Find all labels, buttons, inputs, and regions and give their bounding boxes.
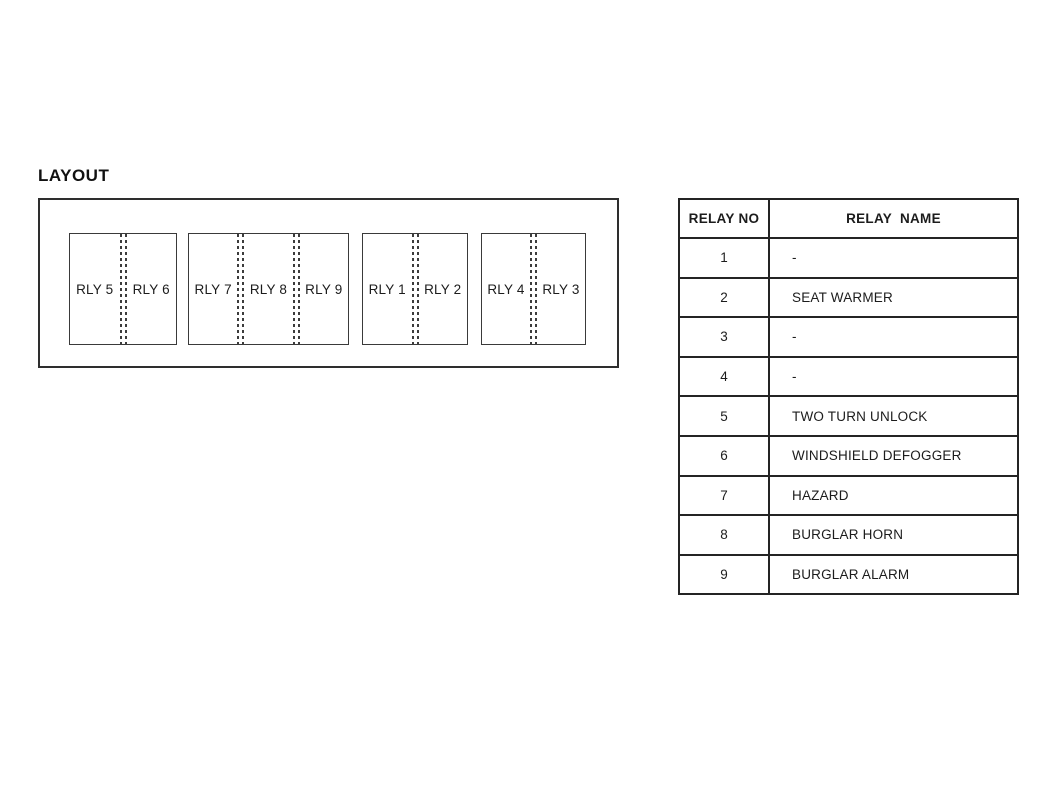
relay-no-cell: 5 <box>678 395 770 437</box>
relay-box-outline: RLY 5 RLY 6 RLY 7 RLY 8 RLY 9 RLY 1 RLY … <box>38 198 619 368</box>
table-row: 9 BURGLAR ALARM <box>678 553 1019 596</box>
relay-slot: RLY 4 <box>487 281 525 297</box>
relay-slot: RLY 1 <box>368 281 406 297</box>
relay-name-cell: HAZARD <box>768 474 1019 517</box>
relay-name-cell: - <box>768 237 1019 279</box>
relay-slot: RLY 2 <box>424 281 462 297</box>
relay-no-cell: 6 <box>678 434 770 477</box>
header-relay-no: RELAY NO <box>678 198 770 239</box>
relay-no-cell: 3 <box>678 316 770 358</box>
dashed-divider <box>293 234 300 344</box>
relay-slot: RLY 7 <box>194 281 232 297</box>
table-header-row: RELAY NO RELAY NAME <box>678 198 1019 239</box>
relay-group-1: RLY 5 RLY 6 <box>69 233 177 345</box>
relay-group-2: RLY 7 RLY 8 RLY 9 <box>188 233 349 345</box>
relay-name-cell: - <box>768 316 1019 358</box>
relay-name-cell: SEAT WARMER <box>768 276 1019 319</box>
relay-slot: RLY 9 <box>305 281 343 297</box>
relay-group-4: RLY 4 RLY 3 <box>481 233 586 345</box>
relay-name-cell: - <box>768 355 1019 398</box>
relay-no-cell: 8 <box>678 514 770 556</box>
relay-slot: RLY 5 <box>76 281 114 297</box>
relay-group-3: RLY 1 RLY 2 <box>362 233 468 345</box>
relay-no-cell: 4 <box>678 355 770 398</box>
dashed-divider <box>120 234 127 344</box>
relay-no-cell: 9 <box>678 553 770 596</box>
relay-no-cell: 2 <box>678 276 770 319</box>
table-row: 5 TWO TURN UNLOCK <box>678 395 1019 437</box>
relay-name-cell: TWO TURN UNLOCK <box>768 395 1019 437</box>
table-row: 6 WINDSHIELD DEFOGGER <box>678 434 1019 477</box>
relay-name-cell: BURGLAR ALARM <box>768 553 1019 596</box>
relay-slot: RLY 8 <box>249 281 288 297</box>
relay-no-cell: 1 <box>678 237 770 279</box>
relay-slot: RLY 3 <box>542 281 580 297</box>
table-row: 4 - <box>678 355 1019 398</box>
dashed-divider <box>530 234 537 344</box>
relay-name-table: RELAY NO RELAY NAME 1 - 2 SEAT WARMER 3 … <box>678 198 1019 596</box>
relay-name-cell: WINDSHIELD DEFOGGER <box>768 434 1019 477</box>
dashed-divider <box>412 234 419 344</box>
table-row: 1 - <box>678 237 1019 279</box>
dashed-divider <box>237 234 244 344</box>
table-row: 3 - <box>678 316 1019 358</box>
relay-name-cell: BURGLAR HORN <box>768 514 1019 556</box>
relay-no-cell: 7 <box>678 474 770 517</box>
relay-slot: RLY 6 <box>132 281 170 297</box>
table-row: 8 BURGLAR HORN <box>678 514 1019 556</box>
table-row: 7 HAZARD <box>678 474 1019 517</box>
table-row: 2 SEAT WARMER <box>678 276 1019 319</box>
layout-section-title: LAYOUT <box>38 166 110 185</box>
header-relay-name: RELAY NAME <box>768 198 1019 239</box>
